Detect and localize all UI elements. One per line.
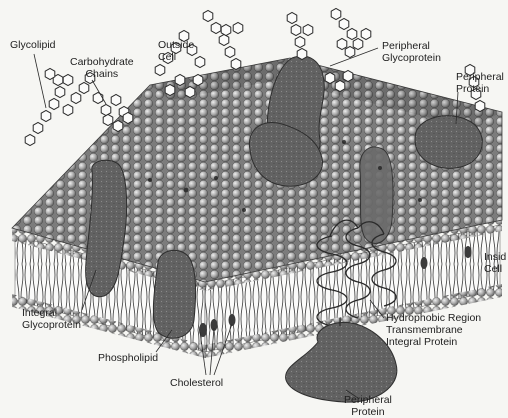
sugar-hexagon — [231, 58, 241, 69]
sugar-hexagon — [225, 46, 235, 57]
label-carbohydrate-chains: Carbohydrate Chains — [70, 56, 134, 80]
sugar-hexagon — [325, 72, 335, 83]
sugar-hexagon — [103, 114, 113, 125]
sugar-hexagon — [343, 70, 353, 81]
label-phospholipid: Phospholipid — [98, 352, 158, 364]
sugar-hexagon — [55, 86, 65, 97]
sugar-hexagon — [195, 56, 205, 67]
sugar-hexagon — [113, 120, 123, 131]
sugar-hexagon — [79, 82, 89, 93]
sugar-hexagon — [211, 22, 221, 33]
sugar-hexagon — [123, 112, 133, 123]
sugar-hexagon — [335, 80, 345, 91]
sugar-hexagon — [93, 92, 103, 103]
sugar-hexagon — [331, 8, 341, 19]
label-integral-glycoprotein: Integral Glycoprotein — [22, 307, 81, 331]
label-peripheral-glycoprotein: Peripheral Glycoprotein — [382, 40, 441, 64]
label-hydrophobic-region: Hydrophobic Region Transmembrane Integra… — [386, 312, 481, 348]
label-outside-cell: Outside Cell — [158, 39, 194, 63]
sugar-hexagon — [337, 38, 347, 49]
sugar-hexagon — [353, 38, 363, 49]
sugar-hexagon — [347, 28, 357, 39]
sugar-hexagon — [233, 22, 243, 33]
sugar-hexagon — [185, 86, 195, 97]
sugar-hexagon — [101, 104, 111, 115]
sugar-hexagon — [219, 34, 229, 45]
sugar-hexagon — [33, 122, 43, 133]
label-peripheral-protein-bottom: Peripheral Protein — [344, 394, 392, 418]
sugar-hexagon — [303, 24, 313, 35]
sugar-hexagon — [175, 74, 185, 85]
label-cholesterol: Cholesterol — [170, 377, 223, 389]
sugar-hexagon — [203, 10, 213, 21]
sugar-hexagon — [49, 98, 59, 109]
sugar-hexagon — [71, 92, 81, 103]
sugar-hexagon — [339, 18, 349, 29]
sugar-hexagon — [45, 68, 55, 79]
sugar-hexagon — [63, 104, 73, 115]
label-glycolipid: Glycolipid — [10, 39, 56, 51]
label-inside-cell: Insid Cell — [484, 251, 506, 275]
sugar-hexagon — [111, 94, 121, 105]
sugar-hexagon — [221, 24, 231, 35]
sugar-hexagon — [41, 110, 51, 121]
sugar-hexagon — [155, 64, 165, 75]
peripheral-protein-top — [415, 116, 482, 169]
sugar-hexagon — [297, 48, 307, 59]
sugar-hexagon — [295, 36, 305, 47]
sugar-hexagon — [345, 46, 355, 57]
sugar-hexagon — [25, 134, 35, 145]
sugar-hexagon — [475, 100, 485, 111]
sugar-hexagon — [193, 74, 203, 85]
sugar-hexagon — [165, 84, 175, 95]
sugar-hexagon — [361, 28, 371, 39]
label-peripheral-protein-top: Peripheral Protein — [456, 71, 504, 95]
sugar-hexagon — [287, 12, 297, 23]
sugar-hexagon — [291, 24, 301, 35]
